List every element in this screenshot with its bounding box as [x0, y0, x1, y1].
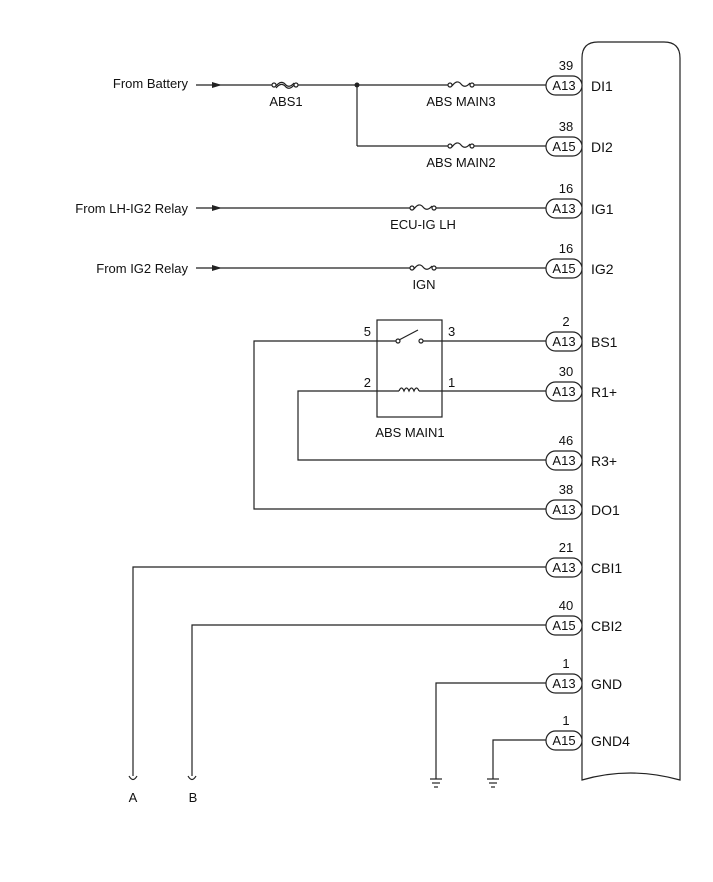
pin-number: 16	[559, 241, 573, 256]
pin-number: 38	[559, 119, 573, 134]
pin-number: 1	[562, 656, 569, 671]
terminal-name: IG1	[591, 201, 614, 217]
connector-id: A13	[552, 453, 575, 468]
wire-r3	[297, 390, 546, 461]
terminal-name: DO1	[591, 502, 620, 518]
fuse-label-abs-main3: ABS MAIN3	[426, 94, 495, 109]
wire-cbi2	[191, 624, 546, 776]
relay-pin-1: 1	[448, 375, 455, 390]
terminal-name: DI1	[591, 78, 613, 94]
ecu-pin-r3: 46 A13 R3+	[545, 433, 617, 471]
relay-pin-5: 5	[364, 324, 371, 339]
connector-id: A13	[552, 201, 575, 216]
connector-oval	[545, 499, 583, 520]
connector-id: A13	[552, 334, 575, 349]
pin-number: 30	[559, 364, 573, 379]
ecu-pin-di2: 38 A15 DI2	[545, 119, 613, 157]
terminal-name: BS1	[591, 334, 618, 350]
ecu-pin-cbi1: 21 A13 CBI1	[545, 540, 622, 578]
pin-number: 16	[559, 181, 573, 196]
terminal-name: R1+	[591, 384, 617, 400]
connector-oval	[545, 331, 583, 352]
pin-number: 1	[562, 713, 569, 728]
fuse-label-abs1: ABS1	[269, 94, 302, 109]
ecu-pin-ig2: 16 A15 IG2	[545, 241, 614, 279]
connector-id: A13	[552, 676, 575, 691]
source-label-lh-ig2-relay: From LH-IG2 Relay	[75, 201, 188, 216]
connector-id: A15	[552, 733, 575, 748]
fuse-label-ign: IGN	[412, 277, 435, 292]
terminal-name: R3+	[591, 453, 617, 469]
pin-number: 46	[559, 433, 573, 448]
relay-label-abs-main1: ABS MAIN1	[375, 425, 444, 440]
connector-oval	[545, 557, 583, 578]
pin-number: 21	[559, 540, 573, 555]
connector-oval	[545, 730, 583, 751]
wire-ig2	[196, 265, 546, 271]
ecu-pin-bs1: 2 A13 BS1	[545, 314, 618, 352]
fuse-abs-main3	[447, 81, 475, 88]
connector-id: A15	[552, 139, 575, 154]
pin-number: 39	[559, 58, 573, 73]
connector-id: A13	[552, 560, 575, 575]
relay-pin-3: 3	[448, 324, 455, 339]
connector-id: A15	[552, 618, 575, 633]
wire-di1	[196, 82, 546, 88]
connector-oval	[545, 75, 583, 96]
source-label-battery: From Battery	[113, 76, 189, 91]
pin-number: 2	[562, 314, 569, 329]
wire-gnd	[435, 682, 546, 779]
ground-symbol	[430, 778, 442, 788]
connector-oval	[545, 450, 583, 471]
ground-symbol	[487, 778, 499, 788]
connector-id: A15	[552, 261, 575, 276]
pin-number: 40	[559, 598, 573, 613]
terminal-name: GND	[591, 676, 622, 692]
output-label-b: B	[189, 790, 198, 805]
terminal-name: IG2	[591, 261, 614, 277]
ecu-pin-gnd4: 1 A15 GND4	[545, 713, 630, 751]
connector-oval	[545, 673, 583, 694]
fuse-abs1	[271, 81, 299, 89]
wire-cbi1	[132, 566, 546, 776]
fuse-ecu-ig-lh	[409, 204, 437, 211]
wire-ig1	[196, 205, 546, 211]
ecu-body	[581, 41, 681, 781]
ecu-pin-gnd: 1 A13 GND	[545, 656, 622, 694]
wire-di2	[356, 85, 546, 147]
wire-end-a	[128, 775, 138, 781]
wire-do1	[253, 340, 546, 510]
connector-oval	[545, 136, 583, 157]
connector-id: A13	[552, 502, 575, 517]
relay-abs-main1	[376, 319, 443, 418]
ecu-pin-ig1: 16 A13 IG1	[545, 181, 614, 219]
terminal-name: DI2	[591, 139, 613, 155]
connector-oval	[545, 615, 583, 636]
connector-id: A13	[552, 384, 575, 399]
connector-id: A13	[552, 78, 575, 93]
fuse-label-ecu-ig-lh: ECU-IG LH	[390, 217, 456, 232]
output-label-a: A	[129, 790, 138, 805]
terminal-name: CBI1	[591, 560, 622, 576]
fuse-abs-main2	[447, 142, 475, 149]
wire-gnd4	[492, 739, 546, 779]
terminal-name: CBI2	[591, 618, 622, 634]
fuse-ign	[409, 264, 437, 271]
ecu-pin-cbi2: 40 A15 CBI2	[545, 598, 622, 636]
pin-number: 38	[559, 482, 573, 497]
wire-end-b	[187, 775, 197, 781]
source-label-ig2-relay: From IG2 Relay	[96, 261, 188, 276]
terminal-name: GND4	[591, 733, 630, 749]
connector-oval	[545, 381, 583, 402]
relay-pin-2: 2	[364, 375, 371, 390]
fuse-label-abs-main2: ABS MAIN2	[426, 155, 495, 170]
ecu-pin-di1: 39 A13 DI1	[545, 58, 613, 96]
ecu-pin-r1: 30 A13 R1+	[545, 364, 617, 402]
connector-oval	[545, 258, 583, 279]
connector-oval	[545, 198, 583, 219]
ecu-pin-do1: 38 A13 DO1	[545, 482, 620, 520]
